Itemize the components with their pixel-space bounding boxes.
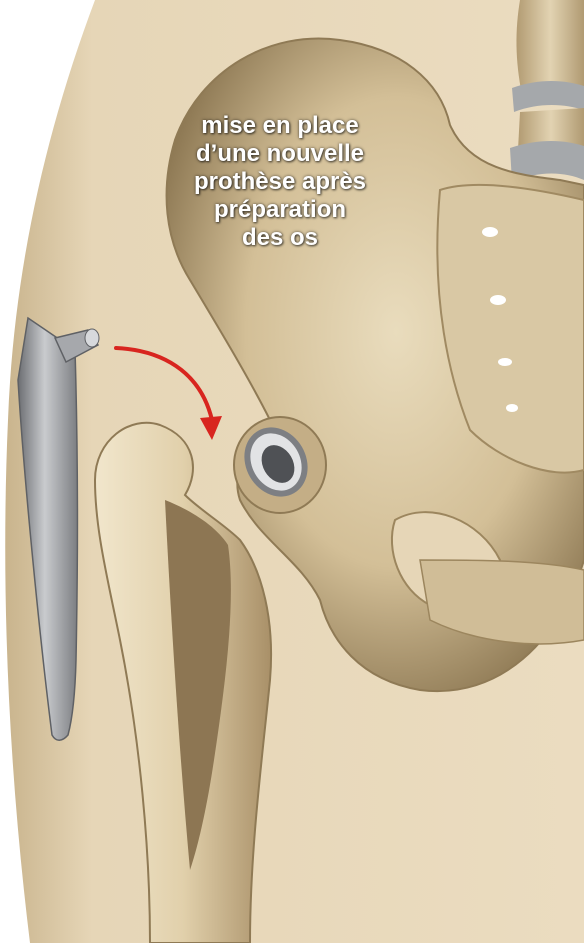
illustration-caption: mise en place d’une nouvelle prothèse ap… [150, 112, 410, 252]
lumbar-spine [510, 0, 584, 182]
caption-line: des os [150, 224, 410, 252]
caption-line: d’une nouvelle [150, 140, 410, 168]
caption-line: prothèse après [150, 168, 410, 196]
caption-line: préparation [150, 196, 410, 224]
caption-line: mise en place [150, 112, 410, 140]
